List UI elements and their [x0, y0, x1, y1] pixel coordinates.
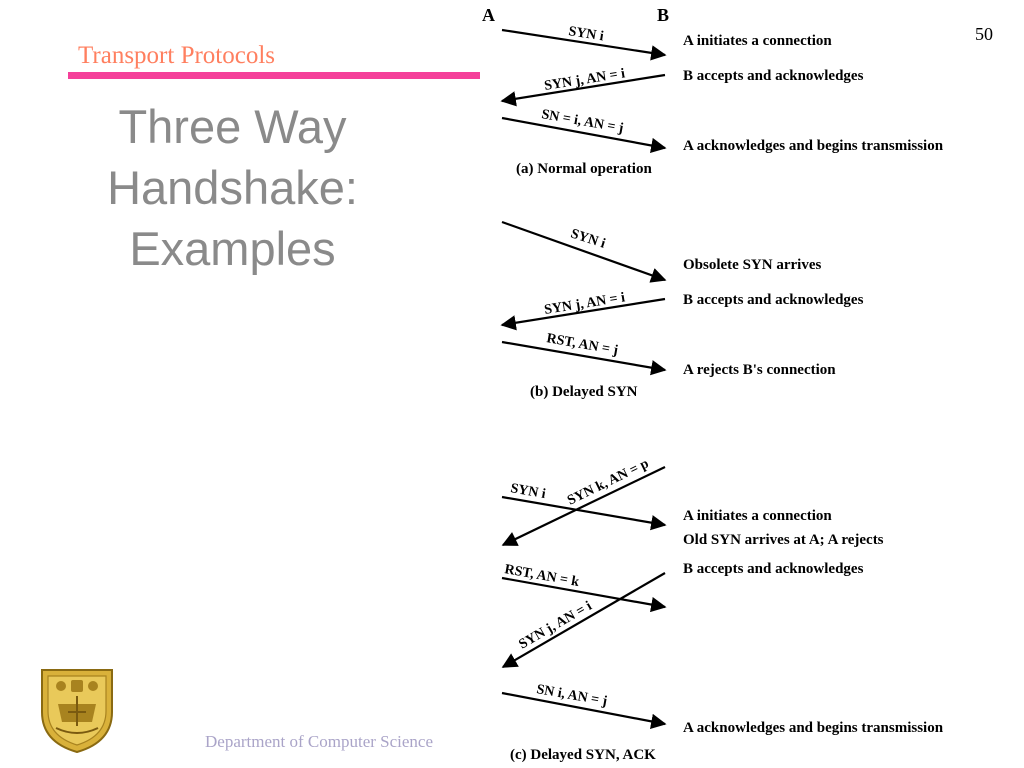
message-c-syn-ack: SYN j, AN = i — [517, 599, 595, 653]
slide-title-line-2: Handshake: — [107, 161, 358, 214]
note-a-2: B accepts and acknowledges — [683, 68, 864, 84]
party-a-label: A — [482, 5, 495, 25]
footer-department: Department of Computer Science — [205, 732, 434, 751]
note-a-3: A acknowledges and begins transmission — [683, 138, 944, 154]
header-divider — [68, 72, 480, 79]
message-a-syn: SYN i — [567, 24, 604, 44]
note-c-3: B accepts and acknowledges — [683, 561, 864, 577]
caption-b: (b) Delayed SYN — [530, 384, 638, 400]
arrow-a-ack — [501, 116, 667, 154]
slide-title-line-3: Examples — [129, 222, 336, 275]
note-b-2: B accepts and acknowledges — [683, 292, 864, 308]
arrow-c-syn — [501, 495, 667, 531]
note-b-3: A rejects B's connection — [683, 362, 836, 378]
arrow-a-syn — [501, 28, 667, 61]
caption-a: (a) Normal operation — [516, 161, 652, 177]
message-c-syn: SYN i — [509, 481, 547, 502]
arrow-b-rst — [501, 340, 667, 376]
note-a-1: A initiates a connection — [683, 33, 832, 49]
message-a-syn-ack: SYN j, AN = i — [543, 66, 626, 94]
arrow-b-syn — [501, 220, 667, 283]
message-b-rst: RST, AN = j — [545, 331, 619, 358]
slide-number: 50 — [975, 24, 993, 44]
arrow-b-syn-ack — [500, 297, 666, 331]
arrow-c-syn-ack — [501, 572, 666, 668]
caption-c: (c) Delayed SYN, ACK — [510, 747, 656, 763]
arrow-a-syn-ack — [500, 73, 666, 107]
note-b-1: Obsolete SYN arrives — [683, 257, 821, 273]
message-c-old-syn: SYN k, AN = p — [565, 456, 651, 508]
note-c-2: Old SYN arrives at A; A rejects — [683, 532, 884, 548]
message-b-syn-ack: SYN j, AN = i — [543, 290, 626, 318]
section-title: Transport Protocols — [78, 42, 276, 69]
note-c-4: A acknowledges and begins transmission — [683, 720, 944, 736]
slide-title-line-1: Three Way — [118, 100, 347, 153]
slide-title: Three Way Handshake: Examples — [60, 96, 405, 279]
arrow-c-ack — [501, 691, 667, 729]
arrow-c-old-syn — [501, 466, 666, 546]
note-c-1: A initiates a connection — [683, 508, 832, 524]
party-b-label: B — [657, 5, 669, 25]
arrow-c-rst — [501, 576, 667, 613]
university-crest-logo — [41, 669, 113, 754]
